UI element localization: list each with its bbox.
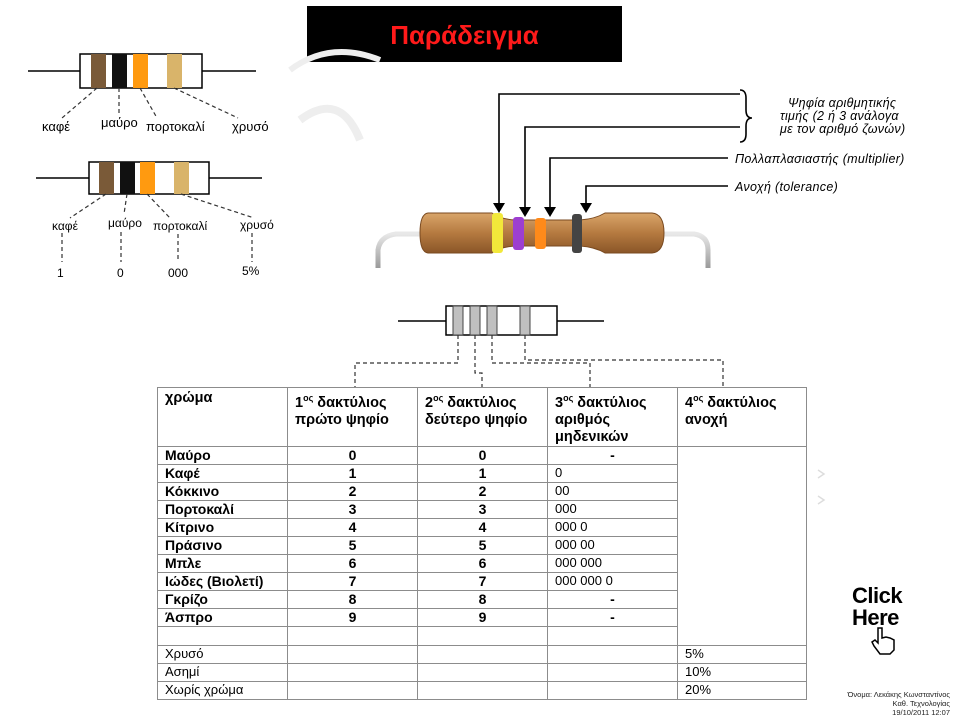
band-1 bbox=[91, 54, 106, 88]
band-2 bbox=[112, 54, 127, 88]
footer-date: 19/10/2011 12:07 bbox=[892, 708, 950, 717]
band-4 bbox=[167, 54, 182, 88]
value-2: 0 bbox=[117, 266, 124, 280]
annotation-digits-line3: με τον αριθμό ζωνών) bbox=[780, 122, 906, 136]
label-black: μαύρο bbox=[108, 216, 142, 230]
header-color: χρώμα bbox=[157, 387, 288, 447]
label-black: μαύρο bbox=[101, 115, 138, 130]
hand-cursor-icon bbox=[871, 627, 895, 655]
band-3 bbox=[133, 54, 148, 88]
band-3 bbox=[140, 162, 155, 194]
decorative-curve bbox=[297, 104, 364, 142]
annotation-tolerance: Ανοχή (tolerance) bbox=[735, 180, 839, 194]
page-title: Παράδειγμα bbox=[390, 20, 539, 50]
label-gold: χρυσό bbox=[240, 218, 274, 232]
footer-subject: Καθ. Τεχνολογίας bbox=[892, 699, 950, 708]
resistor-top bbox=[28, 53, 256, 119]
value-4: 5% bbox=[242, 264, 260, 278]
annotation-multiplier: Πολλαπλασιαστής (multiplier) bbox=[735, 152, 905, 166]
band-2 bbox=[120, 162, 135, 194]
label-brown: καφέ bbox=[52, 219, 78, 233]
band-4 bbox=[572, 214, 582, 253]
annotation-digits-line2: τιμής (2 ή 3 ανάλογα bbox=[780, 109, 899, 123]
click-here-button[interactable]: Click Here bbox=[852, 585, 914, 629]
value-1: 1 bbox=[57, 266, 64, 280]
band-3 bbox=[535, 218, 546, 249]
footer: Όνομα: Λεκάκης Κωνσταντίνος Καθ. Τεχνολο… bbox=[848, 690, 950, 717]
band-1 bbox=[492, 213, 503, 253]
resistor-photo bbox=[375, 89, 753, 268]
label-orange: πορτοκαλί bbox=[153, 219, 208, 233]
value-3: 000 bbox=[168, 266, 189, 280]
click-here-line1: Click bbox=[852, 583, 903, 608]
label-orange: πορτοκαλί bbox=[146, 119, 205, 134]
resistor-schematic bbox=[354, 305, 724, 387]
resistor-middle bbox=[36, 161, 262, 262]
label-brown: καφέ bbox=[42, 119, 71, 134]
decorative-curve bbox=[288, 49, 382, 73]
annotation-digits-line1: Ψηφία αριθμητικής bbox=[788, 96, 897, 110]
label-gold: χρυσό bbox=[232, 119, 269, 134]
click-here-line2: Here bbox=[852, 605, 899, 630]
band-2 bbox=[513, 217, 524, 250]
table-spacer-row bbox=[157, 625, 807, 646]
band-1 bbox=[99, 162, 114, 194]
band-4 bbox=[174, 162, 189, 194]
footer-name: Όνομα: Λεκάκης Κωνσταντίνος bbox=[847, 690, 950, 699]
